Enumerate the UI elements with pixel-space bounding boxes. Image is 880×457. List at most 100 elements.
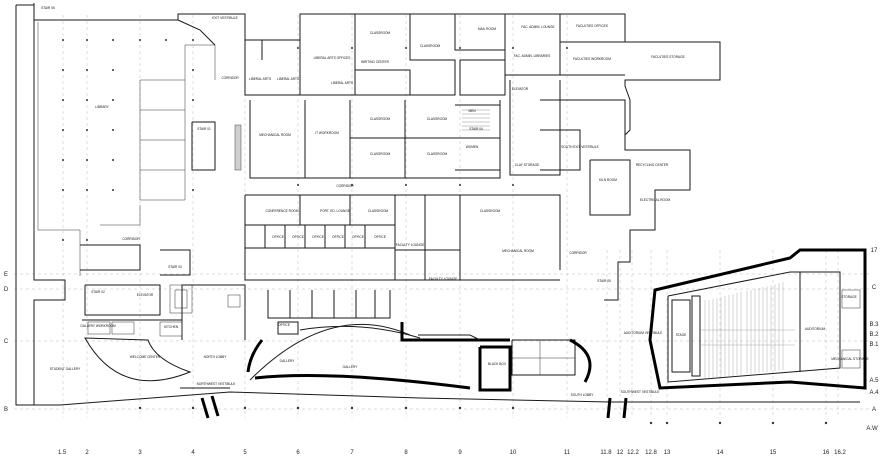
room-label: CORRIDOR <box>122 237 140 241</box>
grid-label: B.2 <box>869 332 879 338</box>
room-label: STAIR 06 <box>41 6 55 10</box>
grid-label: B <box>4 407 8 413</box>
room-label: ELEVATOR <box>137 293 154 297</box>
room-label: CLASSROOM <box>370 152 391 156</box>
room-label: OFFICE <box>352 235 364 239</box>
room-label: LIBERAL ARTS <box>277 77 299 81</box>
grid-label: B.1 <box>869 342 879 348</box>
structural-columns <box>62 39 828 425</box>
grid-label: C <box>872 285 877 291</box>
room-label: FACULTIES WORKROOM <box>573 57 611 61</box>
room-label: WRITING CENTER <box>361 60 389 64</box>
room-label: MECHANICAL ROOM <box>259 133 291 137</box>
room-label: LIBERAL ARTS <box>331 81 353 85</box>
grid-label: 14 <box>717 450 724 456</box>
grid-label: E <box>4 272 8 278</box>
grid-bubbles-left: E D C B <box>4 272 9 413</box>
grid-bubbles-right: 17 C B.3 B.2 B.1 A.5 A.4 A A.W <box>866 248 879 432</box>
room-label: MAIL ROOM <box>478 27 496 31</box>
room-label: STAGE <box>676 333 687 337</box>
room-label: CLASSROOM <box>368 209 389 213</box>
room-label: STAIR 05 <box>597 279 611 283</box>
room-label: ELECTRICAL ROOM <box>640 198 671 202</box>
room-label: OFFICE <box>272 235 284 239</box>
room-label: CLASSROOM <box>370 31 391 35</box>
grid-label: A.W <box>866 426 878 432</box>
room-label: EXIT VESTIBULE <box>212 16 237 20</box>
room-label: SOUTH LOBBY <box>571 393 595 397</box>
grid-label: 4 <box>191 450 195 456</box>
room-label: STAIR 02 <box>91 290 105 294</box>
room-label: AUDITORIUM <box>805 327 825 331</box>
room-label: OFFICE <box>332 235 344 239</box>
room-label: LIBERAL ARTS <box>249 77 271 81</box>
room-label: MECHANICAL STORAGE <box>831 357 868 361</box>
grid-label: 12.8 <box>645 450 657 456</box>
room-label: AUDITORIUM VESTIBULE <box>624 331 663 335</box>
grid-label: A.4 <box>869 390 879 396</box>
room-label: CORRIDOR <box>221 76 239 80</box>
room-label: ELEVATOR <box>512 87 529 91</box>
grid-label: 5 <box>243 450 247 456</box>
room-label: CLAY STORAGE <box>515 163 539 167</box>
room-label: CLASSROOM <box>370 117 391 121</box>
room-label: KITCHEN <box>164 325 179 329</box>
room-label: FACULTIES STORAGE <box>651 55 685 59</box>
grid-label: 15 <box>770 450 777 456</box>
room-label: STAIR 03 <box>168 265 182 269</box>
room-label: MECHANICAL ROOM <box>502 249 534 253</box>
grid-label: 10 <box>510 450 517 456</box>
room-label: CLASSROOM <box>427 117 448 121</box>
grid-label: 9 <box>458 450 462 456</box>
room-label: CLASSROOM <box>420 44 441 48</box>
room-label: LIBRARY <box>95 105 109 109</box>
room-label: FAC. ADMIN. LOUNGE <box>521 25 554 29</box>
grid-label: 7 <box>350 450 354 456</box>
room-label: NORTHWEST VESTIBULE <box>197 382 236 386</box>
room-label: GALLERY <box>343 365 359 369</box>
room-label: FACULTY LOUNGE <box>396 243 424 247</box>
auditorium-building <box>648 248 867 390</box>
grid-label: 1.5 <box>58 450 67 456</box>
room-label: WOMEN <box>466 145 479 149</box>
grid-label: 2 <box>85 450 89 456</box>
grid-label: 17 <box>871 248 878 254</box>
grid-label: 11.8 <box>600 450 612 456</box>
room-label: STAIR 04 <box>469 127 483 131</box>
room-label: CORRIDOR <box>336 184 354 188</box>
room-label: OFFICE <box>312 235 324 239</box>
room-label: LIBERAL ARTS OFFICES <box>314 56 351 60</box>
room-label: STUDENT GALLERY <box>50 367 81 371</box>
room-label: OFFICE <box>292 235 304 239</box>
room-label: GALLERY <box>280 359 296 363</box>
grid-label: 16.2 <box>834 450 846 456</box>
room-label: GALLERY WORKROOM <box>80 324 116 328</box>
room-label: RECYCLING CENTER <box>636 163 669 167</box>
room-label: SOUTHWEST VESTIBULE <box>621 390 660 394</box>
grid-label: 11 <box>564 450 571 456</box>
grid-label: D <box>4 287 9 293</box>
room-label: SOUTH EXIT VESTIBULE <box>561 145 599 149</box>
grid-label: A <box>872 407 876 413</box>
room-label: OFFICE <box>278 323 290 327</box>
room-label: KILN ROOM <box>599 178 617 182</box>
room-labels: STAIR 06 EXIT VESTIBULE LIBRARY CLASSROO… <box>41 6 868 397</box>
grid-label: 8 <box>404 450 408 456</box>
room-label: FACULTY LOUNGE <box>429 277 457 281</box>
room-label: STORAGE <box>841 295 857 299</box>
room-label: WELCOME CENTER <box>130 355 161 359</box>
grid-label: 6 <box>296 450 300 456</box>
room-label: IT WORKROOM <box>315 131 339 135</box>
main-building-walls <box>15 3 721 406</box>
grid-label: B.3 <box>869 322 879 328</box>
room-label: CLASSROOM <box>480 209 501 213</box>
grid-label: 12 <box>617 450 624 456</box>
room-label: STAIR 01 <box>197 127 211 131</box>
room-label: BLACK BOX <box>488 362 507 366</box>
grid-label: A.5 <box>869 378 879 384</box>
room-label: CLASSROOM <box>427 152 448 156</box>
room-label: CONFERENCE ROOM <box>265 209 298 213</box>
grid-label: 3 <box>138 450 142 456</box>
grid-bubbles-bottom: 1.5 2 3 4 5 6 7 8 9 10 11 11.8 12 12.2 1… <box>58 450 847 456</box>
